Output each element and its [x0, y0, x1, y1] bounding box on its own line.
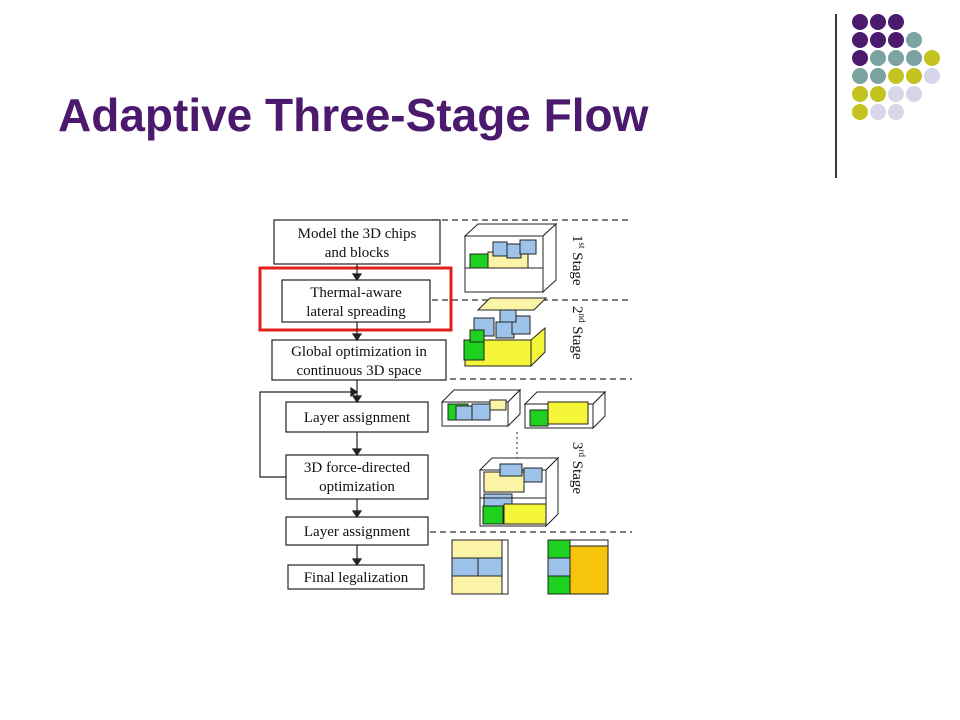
decorative-dot	[906, 32, 922, 48]
decorative-dot	[906, 68, 922, 84]
stage-2-label: 2nd Stage	[569, 306, 587, 360]
decorative-dot	[888, 104, 904, 120]
stage-1-chip-illustration	[463, 222, 558, 294]
decorative-dot	[906, 50, 922, 66]
loop-arrow-head	[350, 386, 359, 398]
decorative-dot	[852, 32, 868, 48]
step-model-line1: Model the 3D chips	[298, 226, 417, 242]
final-layout-illustration-b	[547, 539, 609, 595]
stage-3-force-illustration	[478, 456, 560, 528]
decorative-dot	[888, 68, 904, 84]
step-box-layer-2	[285, 516, 429, 546]
stage-3-label: 3rd Stage	[569, 442, 587, 494]
step-force-line1: 3D force-directed	[304, 460, 411, 476]
step-layer-2-label: Layer assignment	[304, 524, 411, 540]
step-thermal-line1: Thermal-aware	[310, 285, 402, 301]
title-divider-line	[835, 14, 837, 178]
decorative-dot	[870, 104, 886, 120]
stage-2-chip-illustration	[463, 297, 548, 368]
decorative-dot	[870, 50, 886, 66]
step-final-label: Final legalization	[304, 570, 409, 586]
step-box-thermal	[281, 279, 431, 323]
arrow-head	[351, 273, 363, 282]
decorative-dot	[852, 68, 868, 84]
arrow-head	[351, 333, 363, 342]
decorative-dot	[852, 14, 868, 30]
step-box-final	[287, 564, 425, 590]
decorative-dot	[924, 50, 940, 66]
decorative-dot	[852, 50, 868, 66]
decorative-dot	[888, 86, 904, 102]
decorative-dot	[870, 14, 886, 30]
stage-3-layer-illustration-b	[523, 390, 607, 430]
step-thermal-line2: lateral spreading	[306, 304, 406, 320]
arrow-head	[351, 448, 363, 457]
decorative-dot	[852, 86, 868, 102]
decorative-dot	[888, 50, 904, 66]
decorative-dot	[870, 68, 886, 84]
decorative-dot	[870, 86, 886, 102]
step-box-force	[285, 454, 429, 500]
arrow-head	[351, 558, 363, 567]
step-global-line1: Global optimization in	[291, 344, 427, 360]
step-model-line2: and blocks	[325, 245, 390, 261]
final-layout-illustration-a	[451, 539, 509, 595]
decorative-dot	[870, 32, 886, 48]
step-layer-1-label: Layer assignment	[304, 410, 411, 426]
decorative-dot	[924, 68, 940, 84]
decorative-dot	[906, 86, 922, 102]
step-global-line2: continuous 3D space	[297, 363, 422, 379]
step-force-line2: optimization	[319, 479, 395, 495]
stage-3-layer-illustration-a	[440, 388, 522, 428]
stage-1-label: 1st Stage	[569, 235, 587, 286]
decorative-dot	[888, 14, 904, 30]
decorative-dot	[888, 32, 904, 48]
decorative-dot	[852, 104, 868, 120]
arrow-head	[351, 395, 363, 404]
arrow-head	[351, 510, 363, 519]
slide-title: Adaptive Three-Stage Flow	[58, 89, 649, 141]
highlight-box	[258, 266, 453, 332]
step-box-global	[271, 339, 447, 381]
